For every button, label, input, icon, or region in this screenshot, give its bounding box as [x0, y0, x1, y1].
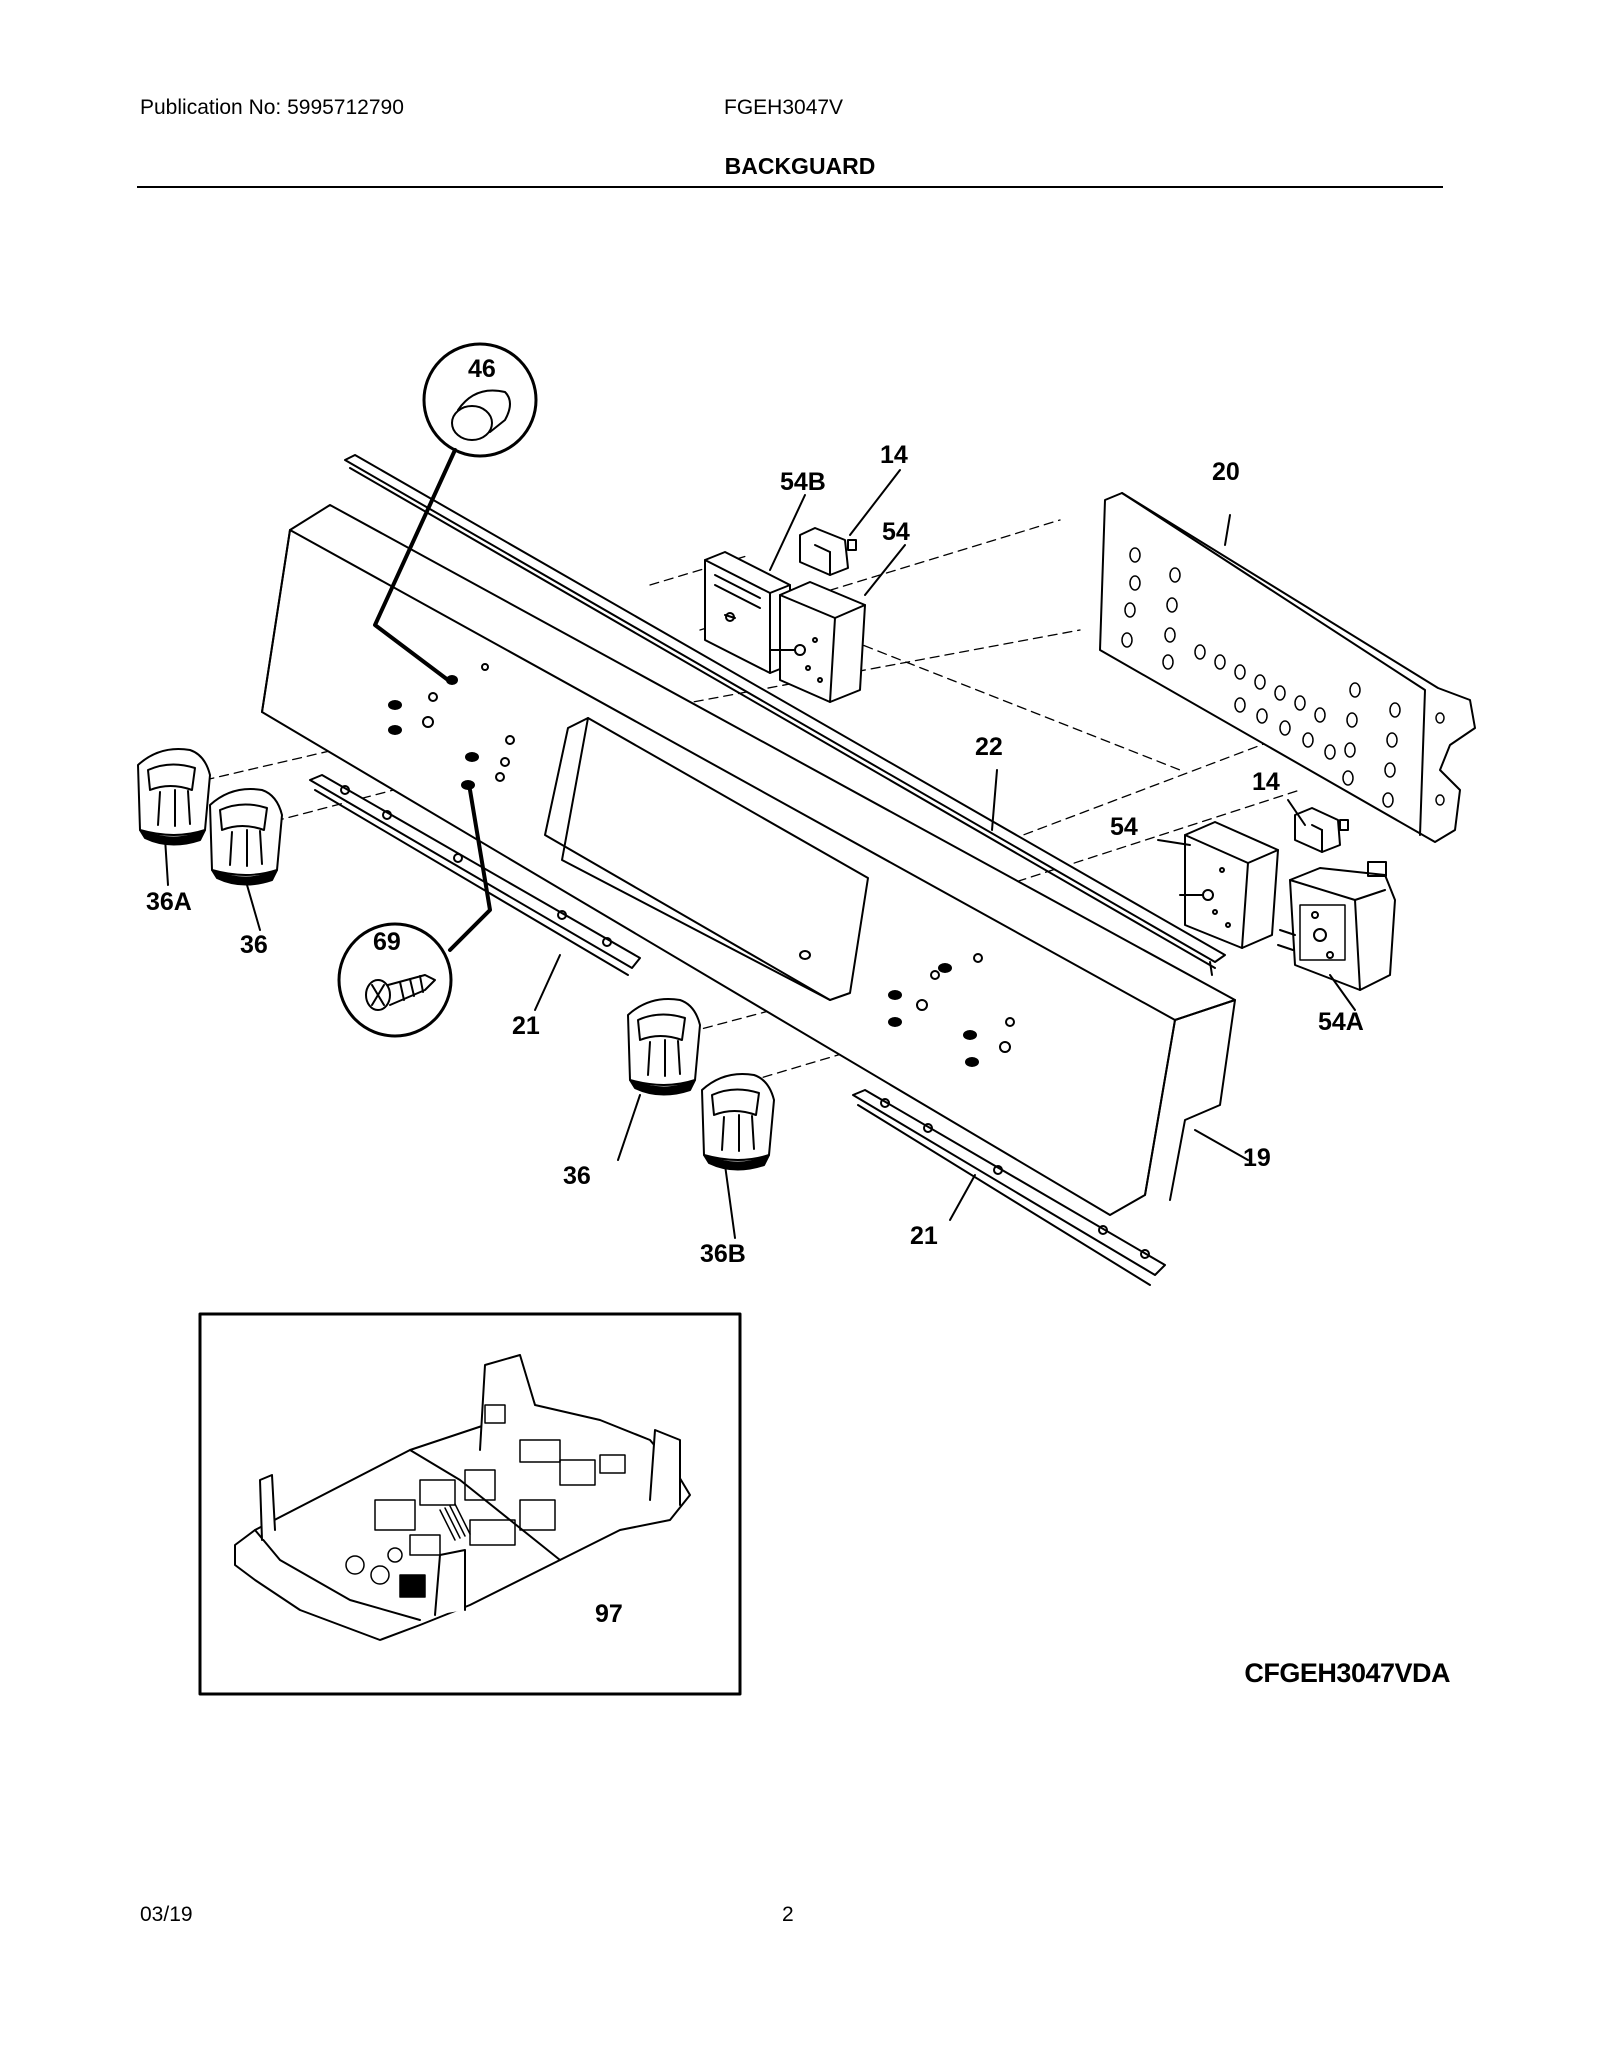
top-trim-strip: [344, 454, 1226, 976]
selector-switch-54a: [1277, 861, 1396, 991]
control-knob-36-left: [209, 788, 283, 886]
callout-22: 22: [975, 733, 1003, 761]
indicator-switch-right: [1294, 807, 1349, 853]
publication-number: Publication No: 5995712790: [140, 96, 404, 119]
control-knob-36-middle: [627, 998, 701, 1096]
callout-36a: 36A: [146, 888, 192, 916]
model-number: FGEH3047V: [724, 96, 844, 119]
drawing-id: CFGEH3047VDA: [1244, 1658, 1450, 1688]
mounting-screws: [388, 675, 979, 1067]
callout-69: 69: [373, 928, 401, 956]
callout-54a: 54A: [1318, 1008, 1364, 1036]
bottom-bracket-left: [309, 774, 641, 976]
callout-21-right: 21: [910, 1222, 938, 1250]
callout-21-left: 21: [512, 1012, 540, 1040]
callout-14-top: 14: [880, 441, 908, 469]
infinite-switch-54b: [704, 551, 791, 674]
bottom-bracket-right: [852, 1089, 1166, 1286]
page-number: 2: [782, 1903, 794, 1926]
infinite-switch-top: [769, 581, 866, 703]
section-title: BACKGUARD: [724, 153, 876, 179]
infinite-switch-right: [1179, 821, 1279, 949]
callout-36-middle: 36: [563, 1162, 591, 1190]
control-board-bracket: [1099, 492, 1476, 843]
callout-97: 97: [595, 1600, 623, 1628]
callout-19: 19: [1243, 1144, 1271, 1172]
callout-54-top: 54: [882, 518, 910, 546]
footer-date: 03/19: [140, 1903, 193, 1926]
callout-36-left: 36: [240, 931, 268, 959]
callout-labels: 46 14 54B 54 20 22 14 54 54A 36A 36 69 2…: [146, 355, 1364, 1628]
control-knob-36a: [137, 748, 211, 846]
header-rule: [137, 186, 1443, 188]
callout-46: 46: [468, 355, 496, 383]
detail-circle-69: [337, 788, 492, 1038]
callout-54-right: 54: [1110, 813, 1138, 841]
callout-54b: 54B: [780, 468, 826, 496]
backguard-panel: [261, 504, 1236, 1216]
control-board-inset: [198, 1312, 742, 1696]
indicator-switch-top: [799, 527, 857, 576]
detail-circle-46: [373, 342, 538, 682]
control-knob-36b: [701, 1073, 775, 1171]
callout-36b: 36B: [700, 1240, 746, 1268]
callout-20: 20: [1212, 458, 1240, 486]
callout-14-right: 14: [1252, 768, 1280, 796]
